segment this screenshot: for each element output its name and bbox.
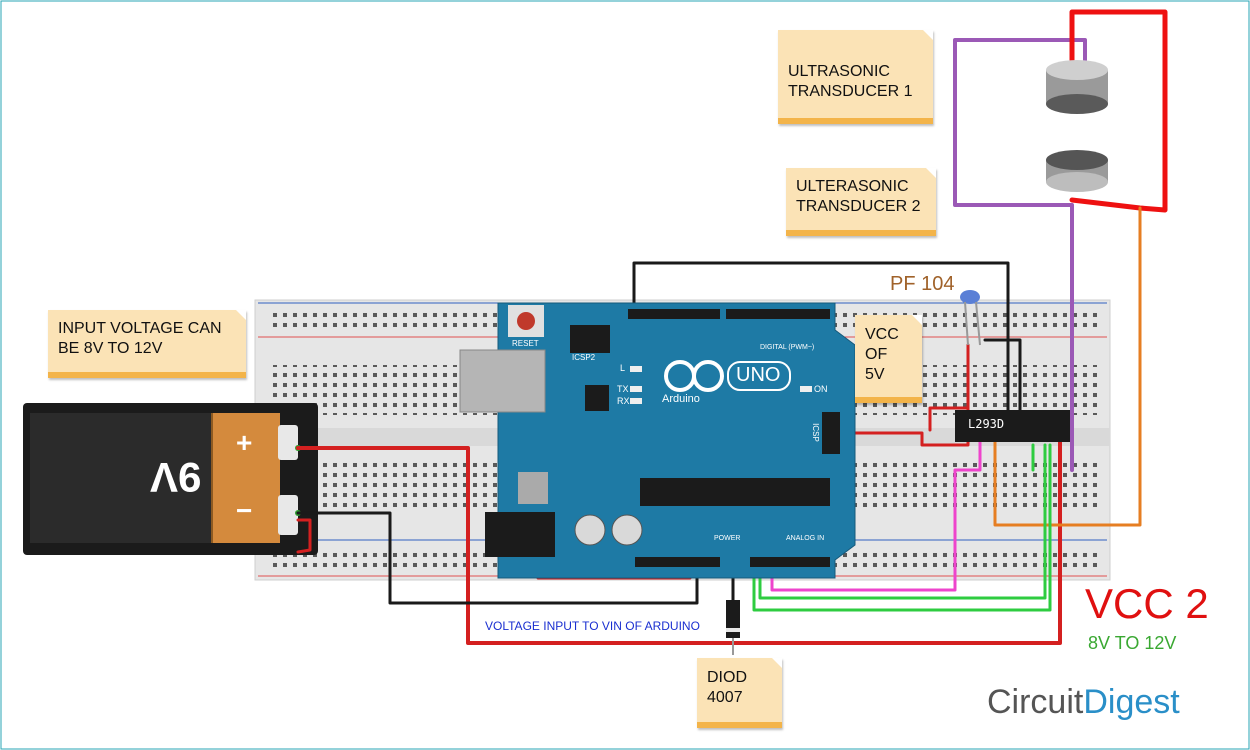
brand-logo: CircuitDigest: [987, 683, 1180, 722]
wire-orange: [993, 206, 1142, 527]
wire-gnd-top: [632, 261, 1010, 412]
note-transducer-1-text: ULTRASONIC TRANSDUCER 1: [788, 63, 913, 100]
wire-battery-negative: [296, 511, 699, 605]
note-vcc-5v: VCC OF 5V: [855, 315, 922, 403]
note-diode-text: DIOD 4007: [707, 669, 747, 706]
capacitor-label: PF 104: [890, 273, 955, 295]
chip-label: L293D: [968, 417, 1005, 431]
arduino-icsp-label: ICSP: [810, 423, 820, 442]
arduino-reset-label: RESET: [512, 339, 539, 348]
l293d-chip: [955, 410, 1070, 442]
vcc2-label: VCC 2: [1085, 580, 1209, 627]
arduino-digital-label: DIGITAL (PWM~): [760, 344, 815, 351]
wire-pink: [770, 438, 982, 592]
vcc2-range-label: 8V TO 12V: [1088, 633, 1177, 653]
vin-note-label: VOLTAGE INPUT TO VIN OF ARDUINO: [485, 619, 700, 633]
arduino-brand-label: Arduino: [662, 393, 700, 405]
note-transducer-2-text: ULTERASONIC TRANSDUCER 2: [796, 178, 921, 215]
capacitor: [960, 290, 981, 346]
wire-5v-extra: [928, 406, 970, 432]
wires: [296, 9, 1168, 645]
arduino-led-l-label: L: [620, 363, 626, 373]
arduino-led-rx-label: RX: [617, 396, 630, 406]
brand-circuit: Circuit: [987, 683, 1084, 721]
arduino-analog-label: ANALOG IN: [786, 535, 825, 542]
wire-gnd-chip: [983, 338, 1022, 412]
note-input-voltage-text: INPUT VOLTAGE CAN BE 8V TO 12V: [58, 320, 222, 357]
battery-minus: −: [236, 495, 253, 526]
arduino-power-label: POWER: [714, 535, 741, 542]
battery-9v: [23, 403, 318, 555]
note-transducer-1: ULTRASONIC TRANSDUCER 1: [778, 30, 933, 124]
arduino-uno-board: [459, 302, 856, 579]
wire-battery-positive: [296, 438, 1062, 645]
brand-digest: Digest: [1083, 683, 1180, 721]
battery-plus: +: [236, 427, 253, 458]
arduino-led-tx-label: TX: [617, 384, 629, 394]
diode-4007: [726, 600, 740, 655]
ultrasonic-transducer-1: [1046, 60, 1108, 114]
wire-green-3: [752, 443, 1052, 612]
ultrasonic-transducer-2: [1046, 150, 1108, 192]
note-vcc-5v-text: VCC OF 5V: [865, 326, 899, 383]
arduino-on-label: ON: [814, 384, 828, 394]
wire-green-1: [758, 443, 1047, 600]
arduino-icsp2-label: ICSP2: [572, 353, 596, 362]
note-input-voltage: INPUT VOLTAGE CAN BE 8V TO 12V: [48, 310, 246, 378]
wire-transducer-red: [1069, 9, 1168, 213]
note-diode: DIOD 4007: [697, 658, 782, 728]
note-transducer-2: ULTERASONIC TRANSDUCER 2: [786, 168, 936, 236]
battery-voltage-label: 9V: [150, 454, 202, 501]
arduino-uno-label: UNO: [736, 364, 781, 386]
wire-transducer-1: [953, 38, 1087, 472]
wire-battery-neg-short: [296, 518, 312, 554]
